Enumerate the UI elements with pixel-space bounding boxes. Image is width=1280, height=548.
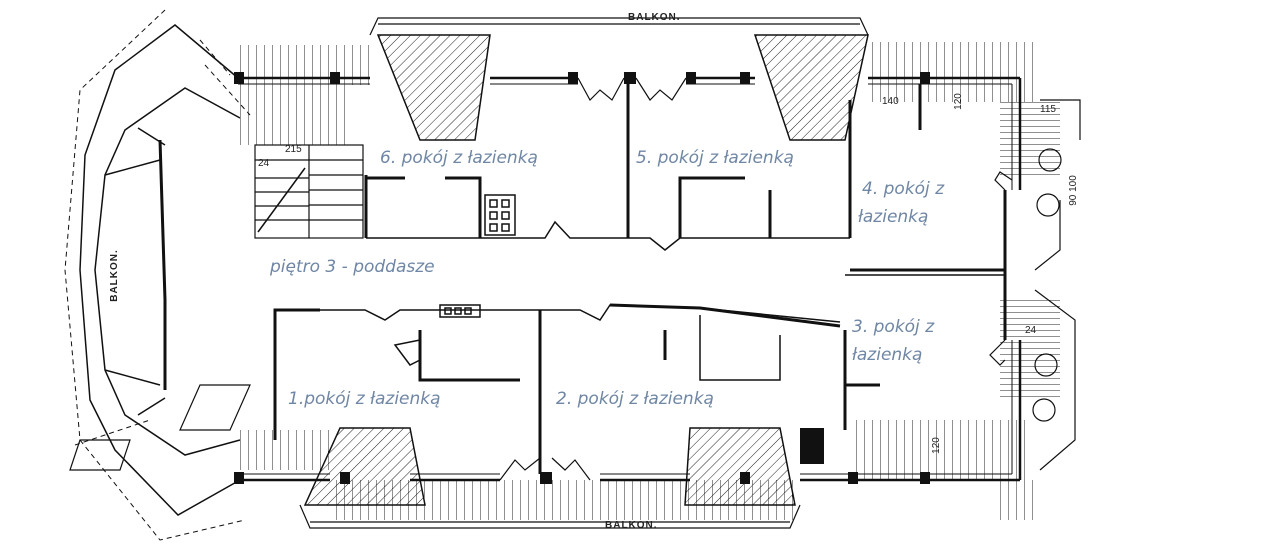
outer-walls-inner-line — [238, 83, 1013, 475]
dim-120-bottom: 120 — [930, 437, 942, 454]
room-6-label: 6. pokój z łazienką — [380, 148, 538, 168]
dormer-wedges-top — [376, 34, 869, 141]
room-5-label: 5. pokój z łazienką — [636, 148, 794, 168]
room-1-label: 1.pokój z łazienką — [288, 389, 441, 409]
dim-stair-width: 215 — [285, 144, 302, 155]
window-swings — [499, 77, 1013, 481]
fixture-grid — [439, 194, 516, 318]
room-3-label-line2: łazienką — [852, 345, 923, 365]
room-4-label-line2: łazienką — [858, 207, 929, 227]
dim-115: 115 — [1040, 104, 1056, 115]
right-markers — [1032, 99, 1081, 471]
roof-hatching-top — [240, 42, 1060, 400]
balcony-label-top: BALKON. — [628, 12, 681, 23]
floor-label: piętro 3 - poddasze — [270, 257, 435, 277]
dim-90-100: 90 100 — [1067, 175, 1079, 206]
balcony-bottom — [299, 504, 801, 529]
room-2-label: 2. pokój z łazienką — [556, 389, 714, 409]
dim-120: 120 — [952, 93, 964, 110]
dim-140: 140 — [882, 96, 899, 107]
upper-corridor-wall — [366, 220, 1005, 276]
room-4-label-line1: 4. pokój z — [862, 179, 945, 199]
dormer-wedges-bottom — [303, 427, 796, 506]
upper-partitions — [364, 84, 1007, 340]
room-3-label-line1: 3. pokój z — [852, 317, 935, 337]
corner-boxes — [69, 384, 251, 471]
lower-partitions — [273, 308, 880, 474]
dim-24: 24 — [1025, 325, 1037, 336]
lower-corridor-wall — [320, 303, 841, 381]
balcony-top — [369, 17, 869, 36]
balcony-label-bottom: BALKON. — [605, 520, 658, 531]
balcony-label-left: BALKON. — [108, 249, 120, 302]
left-bay — [79, 24, 241, 516]
left-bay-dashed — [64, 9, 251, 541]
staircase — [254, 144, 364, 239]
dim-stair-side: 24 — [258, 158, 270, 169]
wall-blocks — [234, 72, 930, 484]
